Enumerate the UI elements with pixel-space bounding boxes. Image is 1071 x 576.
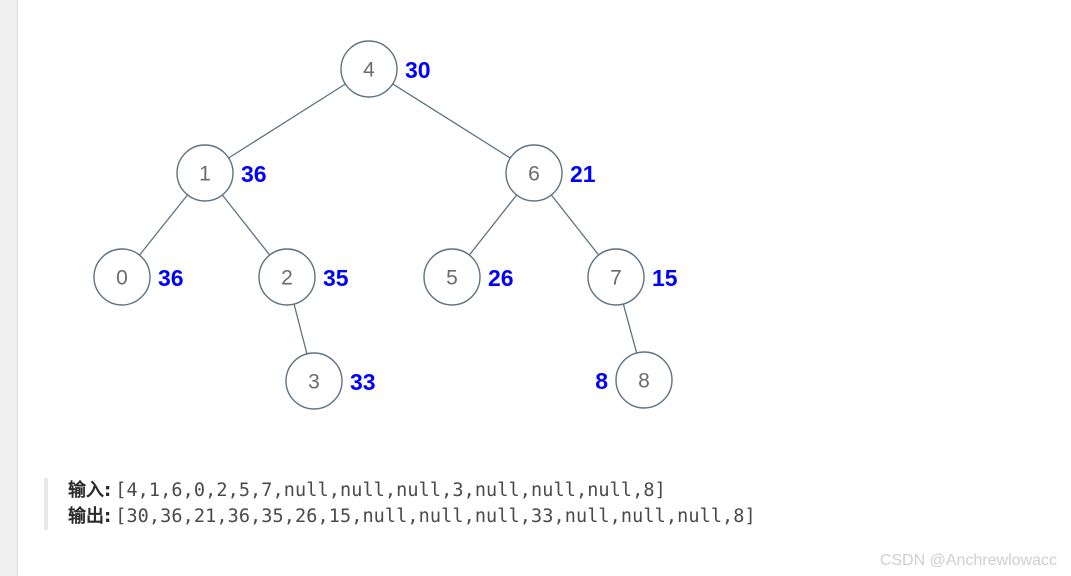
input-line: 输入: [4,1,6,0,2,5,7,null,null,null,3,null… [68, 478, 1004, 504]
tree-node-6[interactable]: 6 21 [505, 144, 596, 202]
node-circle-8 [615, 351, 673, 409]
tree-node-0[interactable]: 0 36 [93, 248, 184, 306]
node-label-6: 21 [570, 161, 596, 187]
node-value-3: 3 [308, 371, 320, 394]
tree-edge-n1-n2 [221, 194, 271, 256]
output-value: [30,36,21,36,35,26,15,null,null,null,33,… [115, 506, 756, 527]
tree-node-5[interactable]: 5 26 [423, 248, 514, 306]
node-value-0: 0 [116, 267, 128, 290]
left-gutter-strip [0, 0, 18, 576]
node-label-4: 30 [405, 57, 431, 83]
node-value-7: 7 [610, 267, 622, 290]
node-value-1: 1 [199, 163, 211, 186]
node-value-2: 2 [281, 267, 293, 290]
tree-edge-n7-n8 [622, 303, 638, 354]
tree-edge-n4-n6 [392, 83, 511, 159]
tree-edge-n2-n3 [293, 303, 308, 355]
node-value-8: 8 [638, 370, 650, 393]
tree-edge-n6-n7 [550, 194, 600, 256]
tree-node-4[interactable]: 4 30 [340, 40, 431, 98]
node-label-0: 36 [158, 265, 184, 291]
node-circle-0 [93, 248, 151, 306]
tree-edge-n6-n5 [468, 194, 518, 256]
input-value: [4,1,6,0,2,5,7,null,null,null,3,null,nul… [115, 480, 666, 501]
tree-edge-n1-n0 [138, 194, 189, 256]
tree-node-1[interactable]: 1 36 [176, 144, 267, 202]
csdn-watermark: CSDN @Anchrewlowacc [879, 552, 1057, 569]
node-value-6: 6 [528, 163, 540, 186]
tree-edge-n4-n1 [228, 83, 346, 159]
tree-node-7[interactable]: 7 15 [587, 248, 678, 306]
tree-node-8[interactable]: 88 [595, 351, 673, 409]
node-label-2: 35 [323, 265, 349, 291]
node-label-3: 33 [350, 369, 376, 395]
node-circle-5 [423, 248, 481, 306]
tree-node-2[interactable]: 2 35 [258, 248, 349, 306]
node-value-4: 4 [363, 59, 375, 82]
output-label: 输出: [68, 506, 112, 527]
node-circle-2 [258, 248, 316, 306]
io-example-block: 输入: [4,1,6,0,2,5,7,null,null,null,3,null… [44, 478, 1004, 530]
node-value-5: 5 [446, 267, 458, 290]
node-label-7: 15 [652, 265, 678, 291]
node-circle-7 [587, 248, 645, 306]
tree-edges-group [138, 83, 638, 355]
node-label-5: 26 [488, 265, 514, 291]
output-line: 输出: [30,36,21,36,35,26,15,null,null,null… [68, 504, 1004, 530]
node-circle-6 [505, 144, 563, 202]
input-label: 输入: [68, 480, 112, 501]
node-circle-3 [285, 352, 343, 410]
node-circle-1 [176, 144, 234, 202]
node-circle-4 [340, 40, 398, 98]
node-label-1: 36 [241, 161, 267, 187]
node-label-8: 8 [595, 368, 608, 394]
